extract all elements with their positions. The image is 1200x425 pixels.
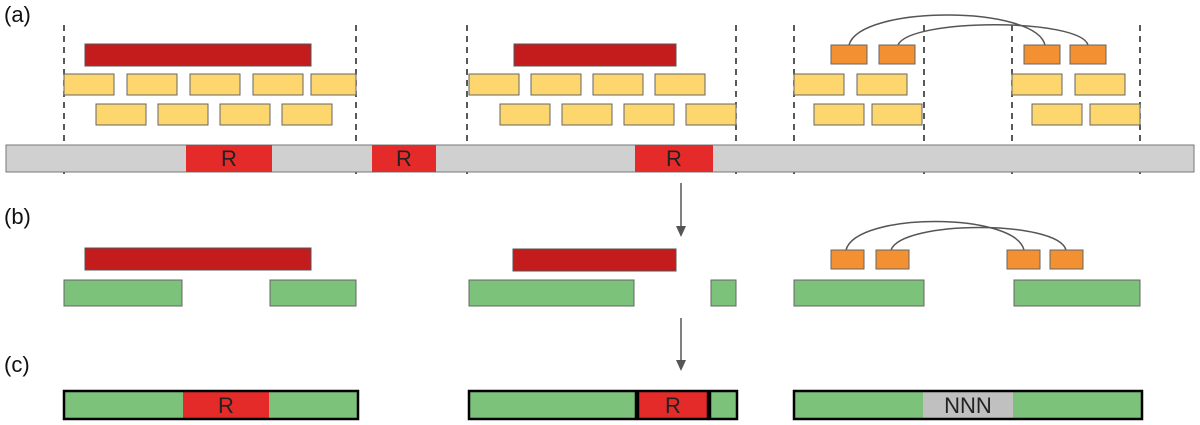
contig	[1013, 279, 1141, 307]
scaffold: R	[62, 389, 360, 421]
scaffold-outline	[792, 389, 1144, 421]
panel-a: R R R	[5, 14, 1195, 178]
short-read	[468, 73, 520, 96]
mate-pair-links	[845, 220, 1067, 251]
short-read	[856, 73, 908, 96]
short-read	[499, 103, 551, 126]
panel-c: R R NNN	[62, 389, 1144, 421]
contig	[468, 279, 635, 307]
long-read	[84, 247, 312, 271]
contig	[793, 279, 925, 307]
paired-read	[1049, 249, 1084, 270]
short-read	[1074, 73, 1126, 96]
short-read	[813, 103, 865, 126]
short-read	[871, 103, 923, 126]
paired-reads	[830, 44, 1107, 65]
paired-read	[1006, 249, 1041, 270]
repeat-regions: R R R	[186, 145, 713, 172]
paired-read	[878, 44, 916, 65]
short-read	[189, 73, 241, 96]
mate-pair-arc	[897, 24, 1089, 46]
short-read	[281, 103, 333, 126]
repeat-region	[183, 391, 269, 419]
paired-reads	[830, 249, 1084, 270]
short-read	[654, 73, 706, 96]
paired-read	[875, 249, 910, 270]
repeat-label: R	[665, 393, 681, 418]
paired-read	[1023, 44, 1061, 65]
arrowhead	[676, 226, 686, 237]
repeat-region	[372, 145, 436, 172]
contig	[710, 279, 737, 307]
contig	[269, 279, 357, 307]
panel-label-b: (b)	[4, 204, 31, 229]
panel-b	[63, 220, 1141, 307]
long-read	[513, 43, 677, 67]
repeat-label: R	[218, 393, 234, 418]
short-reads-contig-3	[793, 73, 923, 126]
repeat-label: R	[221, 146, 237, 171]
mate-pair-arc	[845, 220, 1025, 251]
panel-label-c: (c)	[4, 352, 30, 377]
short-read	[157, 103, 209, 126]
short-read	[219, 103, 271, 126]
mate-pair-links	[848, 14, 1089, 46]
short-read	[1011, 73, 1063, 96]
repeat-region	[186, 145, 272, 172]
short-read	[95, 103, 147, 126]
contig-boundaries	[63, 25, 1141, 178]
contig	[708, 389, 739, 421]
contig	[467, 389, 638, 421]
long-read	[84, 43, 312, 67]
step-arrows	[676, 183, 686, 371]
gap-region	[923, 391, 1013, 419]
short-read	[126, 73, 178, 96]
short-read	[793, 73, 845, 96]
short-read	[1089, 103, 1141, 126]
scaffold: R	[467, 389, 739, 421]
mate-pair-arc	[848, 14, 1046, 46]
mate-pair-arc	[890, 226, 1067, 251]
genome-bar	[5, 144, 1195, 173]
gap-label: NNN	[944, 393, 992, 418]
short-read	[310, 73, 357, 96]
long-read	[512, 248, 677, 272]
repeat-label: R	[396, 146, 412, 171]
short-reads-contig-2	[468, 73, 737, 126]
panel-label-a: (a)	[4, 2, 31, 27]
short-reads-contig-1	[63, 73, 357, 126]
repeat-label: R	[666, 146, 682, 171]
short-read	[623, 103, 675, 126]
short-read	[1031, 103, 1083, 126]
contigs	[63, 279, 1141, 307]
short-read	[561, 103, 613, 126]
arrowhead	[676, 360, 686, 371]
repeat-region	[635, 145, 713, 172]
repeat-region	[636, 389, 710, 421]
paired-read	[830, 249, 865, 270]
short-read	[592, 73, 644, 96]
scaffold-outline	[62, 389, 360, 421]
short-read	[685, 103, 737, 126]
short-read	[252, 73, 304, 96]
contig	[63, 279, 183, 307]
short-read	[63, 73, 115, 96]
short-read	[530, 73, 582, 96]
paired-read	[1069, 44, 1107, 65]
scaffold: NNN	[792, 389, 1144, 421]
short-reads-contig-4	[1011, 73, 1141, 126]
paired-read	[830, 44, 868, 65]
